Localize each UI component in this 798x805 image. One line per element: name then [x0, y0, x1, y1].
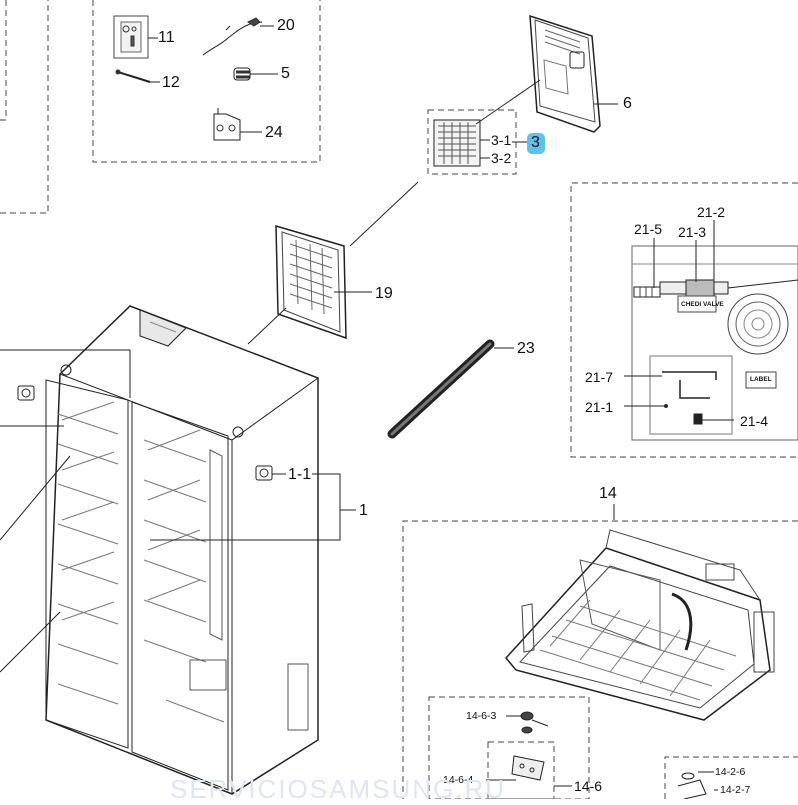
- label-part-1: 1: [359, 502, 368, 519]
- label-part-3-highlighted[interactable]: 3: [527, 133, 545, 154]
- part-21-assembly: [631, 245, 798, 441]
- watermark: SERVICIOSAMSUNG.RU: [170, 774, 507, 804]
- leader-3-to-19: [349, 181, 419, 247]
- accessory-parts: [113, 15, 263, 141]
- label-part-21-1: 21-1: [585, 399, 614, 415]
- label-part-21-3: 21-3: [678, 224, 707, 240]
- dashed-box-left-top: [0, 0, 7, 121]
- label-part-14-6: 14-6: [574, 778, 603, 794]
- label-part-6: 6: [623, 95, 632, 112]
- part-14-6-assembly: [486, 711, 718, 800]
- panel-part-6: [529, 14, 618, 133]
- label-part-14-2-6: 14-2-6: [715, 766, 746, 778]
- part-21-leaders: [624, 220, 734, 421]
- cabinet-leaders: [0, 349, 356, 673]
- label-part-14-6-3: 14-6-3: [466, 710, 497, 722]
- label-part-21-7: 21-7: [585, 369, 614, 385]
- label-part-21-2: 21-2: [697, 204, 726, 220]
- dashed-box-accessories: [92, 0, 321, 163]
- board-part-3: [433, 79, 541, 167]
- dashed-box-left: [0, 0, 49, 214]
- label-part-23: 23: [517, 340, 535, 357]
- label-part-24: 24: [265, 124, 283, 141]
- label-chedi-valve: CHEDI VALVE: [681, 301, 724, 308]
- accessory-leaders: [148, 25, 278, 133]
- refrigerator-cabinet: [17, 305, 319, 795]
- dashed-box-part-21: [570, 182, 798, 458]
- dashed-box-part-14: [402, 520, 798, 799]
- dashed-box-14-2: [664, 756, 798, 799]
- label-part-11: 11: [158, 29, 175, 46]
- label-part-14-2-7: 14-2-7: [720, 784, 751, 796]
- label-part-1-1: 1-1: [288, 466, 312, 483]
- label-part-14-6-4: 14-6-4: [443, 774, 474, 786]
- label-part-3-1: 3-1: [491, 132, 512, 148]
- label-part-20: 20: [277, 17, 295, 34]
- label-part-21-5: 21-5: [634, 221, 663, 237]
- label-part-5: 5: [281, 65, 290, 82]
- label-part-21-4: 21-4: [740, 413, 769, 429]
- label-part-3-2: 3-2: [491, 150, 512, 166]
- label-part-14: 14: [599, 485, 617, 502]
- panel-part-19: [247, 224, 372, 345]
- label-box-text: LABEL: [750, 376, 772, 383]
- label-part-12: 12: [162, 74, 180, 91]
- part-14-assembly: [505, 504, 775, 721]
- label-part-19: 19: [375, 285, 393, 302]
